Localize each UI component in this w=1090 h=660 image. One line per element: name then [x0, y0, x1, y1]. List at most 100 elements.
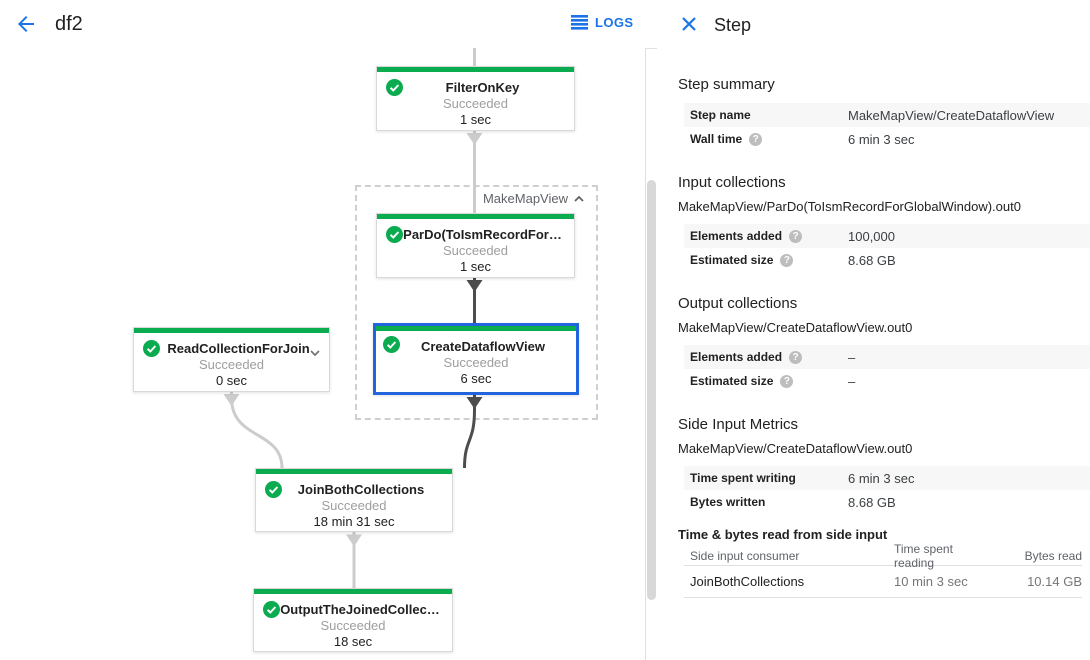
help-icon[interactable]: ? [780, 253, 794, 267]
row-wall-time: Wall time ? 6 min 3 sec [684, 127, 1090, 151]
row-estimated-size: Estimated size ? – [684, 369, 1090, 393]
step-summary-rows: Step name MakeMapView/CreateDataflowView… [657, 103, 1090, 151]
row-value: 100,000 [848, 228, 895, 244]
row-label: Step name [690, 108, 751, 122]
help-icon[interactable]: ? [780, 374, 794, 388]
col-header-bytes: Bytes read [1024, 548, 1082, 563]
section-heading-side-input-metrics: Side Input Metrics [678, 416, 799, 433]
row-estimated-size: Estimated size ? 8.68 GB [684, 248, 1090, 272]
input-collections-rows: Elements added ? 100,000 Estimated size … [657, 224, 1090, 272]
section-heading-step-summary: Step summary [678, 76, 775, 93]
row-label: Elements added [690, 229, 783, 243]
side-input-table: Side input consumer Time spent reading B… [684, 542, 1082, 598]
side-input-collection-name: MakeMapView/CreateDataflowView.out0 [678, 441, 913, 456]
logs-label: LOGS [595, 15, 634, 30]
cell-bytes: 10.14 GB [1027, 574, 1082, 589]
scrollbar-thumb[interactable] [647, 180, 656, 600]
job-graph-canvas[interactable]: MakeMapView FilterOnKey Succeeded 1 sec [0, 48, 645, 660]
close-icon[interactable] [681, 16, 697, 32]
logs-button[interactable]: LOGS [571, 15, 633, 30]
group-makemapview: MakeMapView [355, 185, 598, 420]
side-input-table-heading: Time & bytes read from side input [678, 527, 888, 542]
node-createdataflowview[interactable]: CreateDataflowView Succeeded 6 sec [373, 323, 579, 395]
row-label: Estimated size [690, 374, 774, 388]
section-heading-input-collections: Input collections [678, 174, 786, 191]
node-status: Succeeded [442, 243, 509, 258]
col-header-time: Time spent reading [894, 541, 953, 570]
node-title: FilterOnKey [445, 80, 520, 95]
cell-time: 10 min 3 sec [894, 574, 968, 589]
help-icon[interactable]: ? [789, 229, 803, 243]
node-time: 6 sec [460, 371, 492, 386]
row-value: 6 min 3 sec [848, 470, 915, 486]
success-check-icon [143, 340, 160, 357]
node-title: ParDo(ToIsmRecordFor… [403, 227, 562, 242]
input-collection-name: MakeMapView/ParDo(ToIsmRecordForGlobalWi… [678, 199, 1021, 214]
node-time: 0 sec [215, 373, 248, 388]
collapse-up-icon [574, 195, 584, 202]
row-step-name: Step name MakeMapView/CreateDataflowView [684, 103, 1090, 127]
logs-list-icon [571, 15, 588, 30]
success-check-icon [386, 226, 403, 243]
node-readcollectionforjoin[interactable]: ReadCollectionForJoin Succeeded 0 sec [133, 327, 330, 392]
output-collections-rows: Elements added ? – Estimated size ? – [657, 345, 1090, 393]
node-status: Succeeded [442, 96, 509, 111]
node-time: 1 sec [459, 112, 492, 127]
cell-consumer: JoinBothCollections [690, 574, 805, 589]
status-bar [134, 328, 329, 333]
node-joinbothcollections[interactable]: JoinBothCollections Succeeded 18 min 31 … [255, 468, 453, 532]
node-pardo-toismrecord[interactable]: ParDo(ToIsmRecordFor… Succeeded 1 sec [376, 213, 575, 278]
status-bar [256, 469, 452, 474]
step-details-panel: Step Step summary Step name MakeMapView/… [657, 0, 1090, 660]
row-value: 6 min 3 sec [848, 131, 915, 147]
status-bar [254, 589, 452, 594]
row-label: Time spent writing [690, 471, 796, 485]
row-value: – [848, 349, 856, 365]
node-status: Succeeded [320, 618, 386, 633]
expand-down-icon[interactable] [309, 344, 321, 362]
panel-title: Step [714, 15, 752, 35]
success-check-icon [386, 79, 403, 96]
row-time-spent-writing: Time spent writing 6 min 3 sec [684, 466, 1090, 490]
node-title: JoinBothCollections [297, 482, 425, 497]
status-bar [376, 326, 576, 331]
node-status: Succeeded [321, 498, 387, 513]
node-time: 1 sec [459, 259, 492, 274]
row-value: 8.68 GB [848, 252, 896, 268]
node-time: 18 sec [333, 634, 373, 649]
row-label: Elements added [690, 350, 783, 364]
row-elements-added: Elements added ? 100,000 [684, 224, 1090, 248]
row-value: MakeMapView/CreateDataflowView [848, 107, 1055, 123]
col-header-consumer: Side input consumer [690, 548, 800, 563]
node-status: Succeeded [443, 355, 509, 370]
help-icon[interactable]: ? [789, 350, 803, 364]
section-heading-output-collections: Output collections [678, 295, 798, 312]
status-bar [377, 214, 574, 219]
node-outputthejoinedcollection[interactable]: OutputTheJoinedCollec… Succeeded 18 sec [253, 588, 453, 652]
row-elements-added: Elements added ? – [684, 345, 1090, 369]
success-check-icon [383, 336, 400, 353]
success-check-icon [263, 601, 280, 618]
node-title: CreateDataflowView [420, 339, 546, 354]
graph-edges [223, 48, 483, 588]
row-value: 8.68 GB [848, 494, 896, 510]
group-makemapview-label[interactable]: MakeMapView [480, 191, 587, 206]
panel-content: Step summary Step name MakeMapView/Creat… [657, 48, 1090, 660]
node-time: 18 min 31 sec [313, 514, 395, 529]
back-arrow-icon[interactable] [14, 12, 38, 36]
table-row: JoinBothCollections 10 min 3 sec 10.14 G… [684, 566, 1082, 598]
status-bar [377, 67, 574, 72]
node-filteronkey[interactable]: FilterOnKey Succeeded 1 sec [376, 66, 575, 131]
job-title: df2 [55, 13, 83, 35]
help-icon[interactable]: ? [749, 132, 763, 146]
node-title: OutputTheJoinedCollec… [280, 602, 440, 617]
panel-divider [645, 48, 646, 660]
success-check-icon [265, 481, 282, 498]
row-bytes-written: Bytes written 8.68 GB [684, 490, 1090, 514]
table-header-row: Side input consumer Time spent reading B… [684, 542, 1082, 570]
row-value: – [848, 373, 856, 389]
group-label-text: MakeMapView [482, 191, 568, 206]
panel-header: Step [657, 0, 1090, 48]
node-status: Succeeded [198, 357, 265, 372]
row-label: Estimated size [690, 253, 774, 267]
